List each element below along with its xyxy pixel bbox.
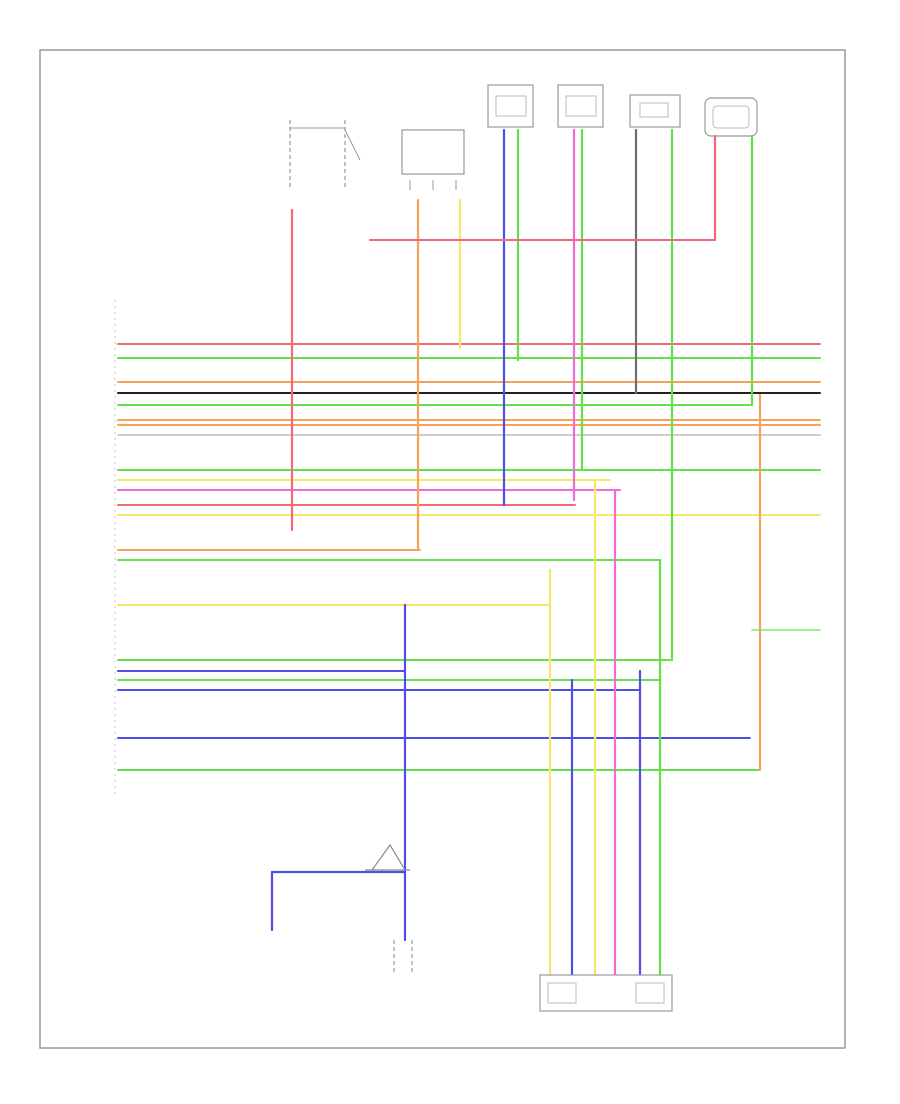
component-d — [704, 97, 758, 137]
component-a — [487, 84, 534, 128]
right-bottom-component — [539, 974, 673, 1012]
fuse-block — [401, 129, 465, 190]
component-c — [629, 94, 681, 128]
ignition-switch — [289, 120, 361, 190]
wires — [117, 128, 821, 977]
ground-point — [365, 843, 410, 871]
bottom-connector — [393, 940, 413, 975]
component-b — [557, 84, 604, 128]
diagram-border — [39, 49, 846, 1049]
